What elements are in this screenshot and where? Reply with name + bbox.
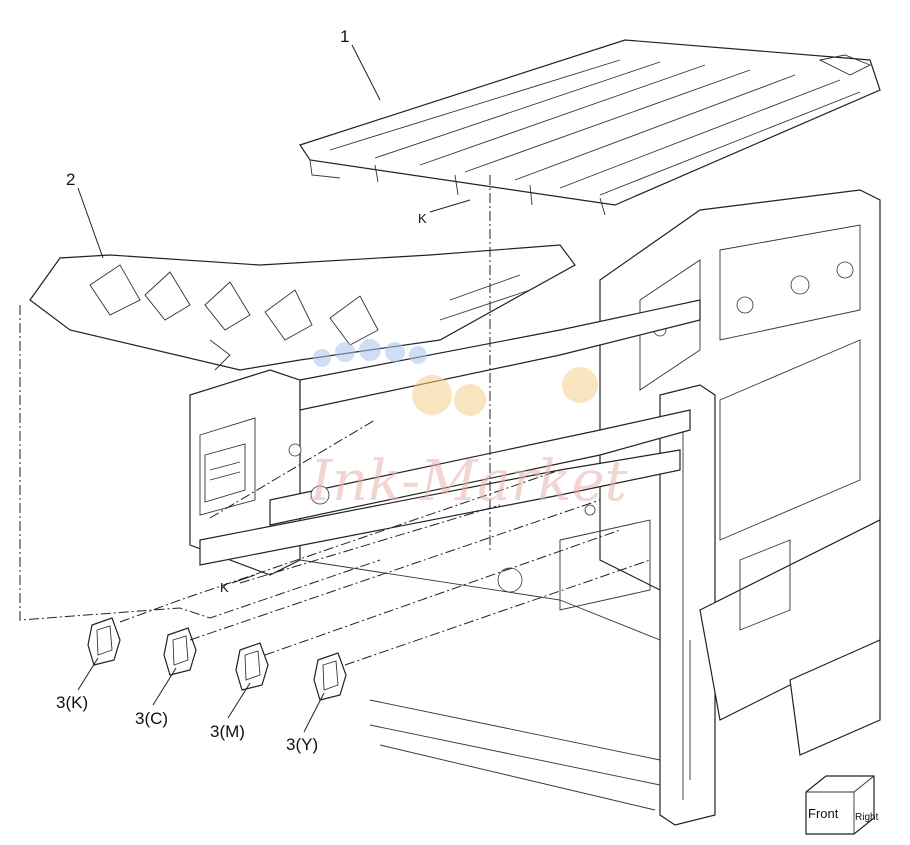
leader-lines bbox=[77, 44, 471, 733]
callout-k-upper: K bbox=[418, 211, 427, 226]
callout-k-lower: K bbox=[220, 580, 229, 595]
cube-front-label: Front bbox=[808, 806, 839, 821]
callout-part-3m: 3(M) bbox=[210, 722, 245, 741]
callout-part-1: 1 bbox=[340, 27, 349, 46]
machine-frame bbox=[189, 189, 881, 826]
orientation-cube: Front Right bbox=[805, 775, 879, 835]
callout-part-3c: 3(C) bbox=[135, 709, 168, 728]
callout-part-3y: 3(Y) bbox=[286, 735, 318, 754]
part-3m-connector bbox=[235, 642, 269, 691]
part-3y-connector bbox=[313, 652, 347, 701]
part-1-top-cover bbox=[299, 39, 881, 216]
part-3k-connector bbox=[87, 617, 121, 666]
cube-right-label: Right bbox=[855, 812, 879, 823]
callout-part-2: 2 bbox=[66, 170, 75, 189]
callout-part-3k: 3(K) bbox=[56, 693, 88, 712]
assembly-lines bbox=[19, 175, 651, 666]
part-3c-connector bbox=[163, 627, 197, 676]
watermark-logo: Ink-Market bbox=[309, 339, 628, 514]
watermark-text: Ink-Market bbox=[309, 449, 628, 514]
